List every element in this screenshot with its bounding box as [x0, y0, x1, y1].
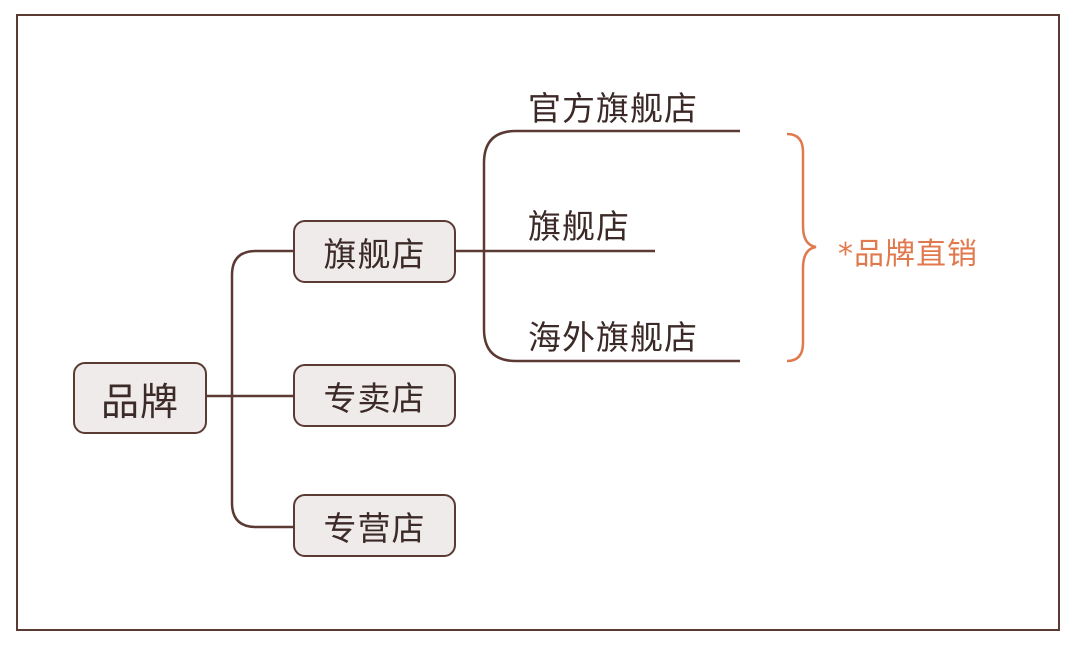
- child-node-flagship: 旗舰店: [293, 220, 456, 283]
- child-node-exclusive: 专卖店: [293, 364, 456, 427]
- child-node-label: 专卖店: [323, 378, 426, 418]
- diagram-frame: [16, 14, 1060, 631]
- leaf-official-flagship: 官方旗舰店: [528, 89, 698, 128]
- leaf-bracket-connector: [482, 129, 740, 363]
- child-node-label: 专营店: [323, 508, 426, 548]
- leaf-overseas-flagship: 海外旗舰店: [528, 318, 698, 357]
- trunk-connector: [230, 249, 293, 529]
- curly-brace: [786, 132, 817, 363]
- root-node-label: 品牌: [100, 379, 179, 424]
- brand-direct-note: *品牌直销: [838, 237, 978, 272]
- root-node: 品牌: [73, 362, 207, 434]
- child-node-label: 旗舰店: [323, 234, 426, 274]
- leaf-flagship: 旗舰店: [528, 207, 630, 246]
- child-node-specialty: 专营店: [293, 494, 456, 557]
